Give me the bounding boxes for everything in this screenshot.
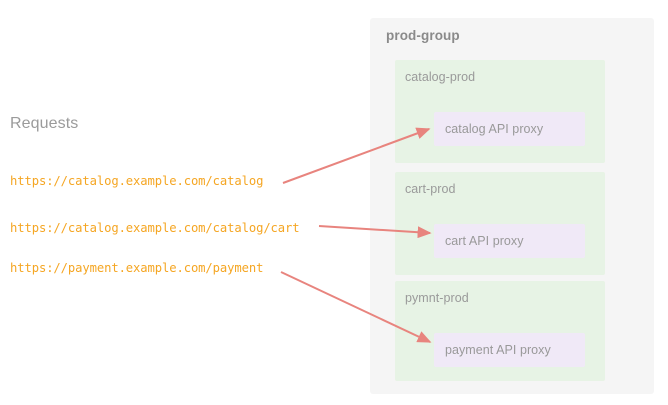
request-url-catalog: https://catalog.example.com/catalog [10, 174, 264, 188]
requests-heading: Requests [10, 115, 79, 132]
request-url-payment: https://payment.example.com/payment [10, 261, 264, 275]
proxy-label-cart-api-proxy: cart API proxy [445, 234, 524, 248]
group-panel-prod-group: prod-group catalog-prod catalog API prox… [370, 18, 654, 394]
namespace-box-cart-prod: cart-prod cart API proxy [395, 172, 605, 275]
proxy-box-cart-api-proxy: cart API proxy [434, 224, 585, 258]
namespace-title-cart-prod: cart-prod [405, 182, 456, 196]
namespace-box-pymnt-prod: pymnt-prod payment API proxy [395, 281, 605, 381]
request-url-catalog-cart: https://catalog.example.com/catalog/cart [10, 221, 300, 235]
namespace-title-catalog-prod: catalog-prod [405, 70, 476, 84]
group-title: prod-group [386, 28, 460, 43]
proxy-box-catalog-api-proxy: catalog API proxy [434, 112, 585, 146]
proxy-label-catalog-api-proxy: catalog API proxy [445, 122, 544, 136]
namespace-title-pymnt-prod: pymnt-prod [405, 291, 469, 305]
namespace-box-catalog-prod: catalog-prod catalog API proxy [395, 60, 605, 163]
proxy-label-payment-api-proxy: payment API proxy [445, 343, 551, 357]
proxy-box-payment-api-proxy: payment API proxy [434, 333, 585, 367]
